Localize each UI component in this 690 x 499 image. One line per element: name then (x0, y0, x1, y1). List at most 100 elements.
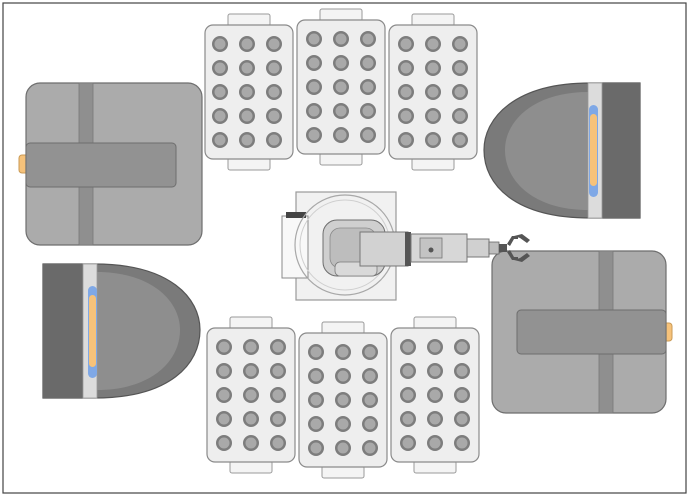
well-inner (427, 38, 439, 50)
well-inner (241, 62, 253, 74)
well-inner (268, 110, 280, 122)
well-inner (400, 86, 412, 98)
well-inner (362, 129, 374, 141)
well-inner (456, 413, 468, 425)
well-inner (364, 346, 376, 358)
well-inner (400, 38, 412, 50)
well-inner (362, 81, 374, 93)
well-inner (429, 437, 441, 449)
well-inner (400, 62, 412, 74)
tray-bottom-center[interactable] (298, 321, 388, 479)
well-inner (218, 437, 230, 449)
wells-grid (308, 344, 378, 456)
well-inner (362, 57, 374, 69)
enclosure-module-left[interactable] (18, 82, 203, 246)
well-inner (272, 365, 284, 377)
well-inner (245, 389, 257, 401)
well-inner (310, 346, 322, 358)
well-inner (454, 110, 466, 122)
well-inner (362, 33, 374, 45)
well-inner (400, 134, 412, 146)
well-inner (310, 394, 322, 406)
well-inner (429, 389, 441, 401)
well-inner (310, 442, 322, 454)
well-inner (310, 370, 322, 382)
robot-upper-arm (359, 231, 409, 267)
well-inner (427, 110, 439, 122)
well-inner (362, 105, 374, 117)
well-inner (241, 38, 253, 50)
well-inner (218, 413, 230, 425)
wells-grid (216, 339, 286, 451)
well-inner (402, 437, 414, 449)
wells-grid (212, 36, 282, 148)
well-inner (400, 110, 412, 122)
well-inner (364, 394, 376, 406)
well-inner (241, 110, 253, 122)
enclosure-module-right[interactable] (491, 250, 673, 414)
well-inner (308, 105, 320, 117)
half-round-module-right[interactable] (483, 82, 641, 219)
well-inner (335, 33, 347, 45)
well-inner (268, 134, 280, 146)
well-inner (245, 437, 257, 449)
well-inner (427, 62, 439, 74)
well-inner (335, 57, 347, 69)
well-inner (337, 442, 349, 454)
well-inner (272, 413, 284, 425)
well-inner (335, 81, 347, 93)
tray-bottom-right[interactable] (390, 316, 480, 474)
gripper-icon (499, 234, 530, 262)
well-inner (245, 413, 257, 425)
well-inner (268, 62, 280, 74)
wells-grid (400, 339, 470, 451)
well-inner (308, 33, 320, 45)
well-inner (308, 57, 320, 69)
well-inner (218, 365, 230, 377)
half-round-module-left[interactable] (42, 263, 201, 399)
well-inner (337, 370, 349, 382)
well-inner (456, 389, 468, 401)
well-inner (456, 437, 468, 449)
well-inner (364, 370, 376, 382)
well-inner (272, 341, 284, 353)
tray-top-left[interactable] (204, 13, 294, 171)
well-inner (310, 418, 322, 430)
well-inner (402, 365, 414, 377)
well-inner (268, 86, 280, 98)
well-inner (245, 341, 257, 353)
well-inner (241, 134, 253, 146)
well-inner (429, 341, 441, 353)
tray-top-center[interactable] (296, 8, 386, 166)
well-inner (214, 110, 226, 122)
robot-arm[interactable] (281, 191, 530, 301)
well-inner (364, 442, 376, 454)
well-inner (429, 365, 441, 377)
well-inner (272, 437, 284, 449)
well-inner (454, 38, 466, 50)
well-inner (402, 341, 414, 353)
well-inner (402, 389, 414, 401)
well-inner (268, 38, 280, 50)
well-inner (337, 418, 349, 430)
well-inner (429, 413, 441, 425)
well-inner (245, 365, 257, 377)
well-inner (308, 129, 320, 141)
well-inner (454, 134, 466, 146)
well-inner (214, 134, 226, 146)
well-inner (402, 413, 414, 425)
tray-bottom-left[interactable] (206, 316, 296, 474)
well-inner (214, 38, 226, 50)
well-inner (272, 389, 284, 401)
well-inner (456, 341, 468, 353)
well-inner (335, 105, 347, 117)
well-inner (308, 81, 320, 93)
wells-grid (398, 36, 468, 148)
wells-grid (306, 31, 376, 143)
well-inner (454, 62, 466, 74)
tray-top-right[interactable] (388, 13, 478, 171)
well-inner (241, 86, 253, 98)
well-inner (218, 389, 230, 401)
well-inner (218, 341, 230, 353)
